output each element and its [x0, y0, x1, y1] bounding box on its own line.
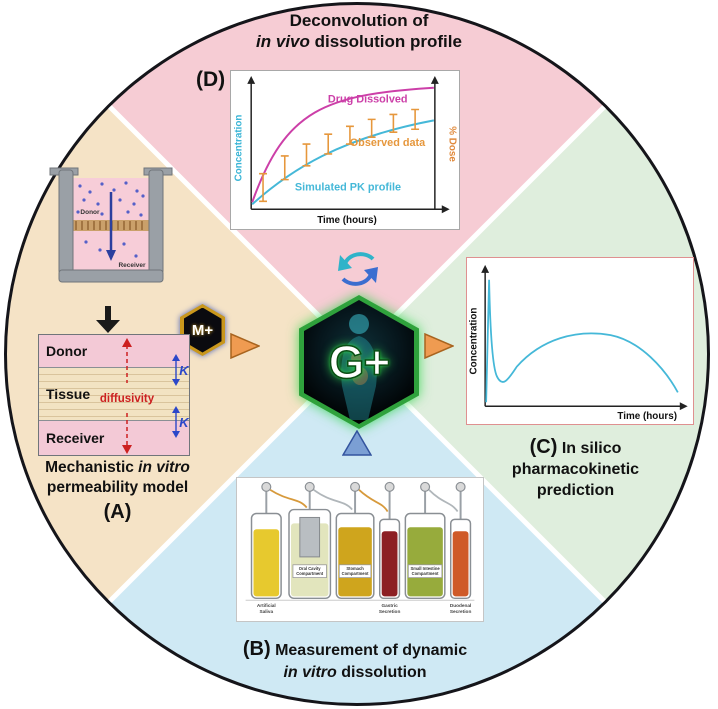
simulated-pk-curve [251, 119, 435, 206]
section-d-label: (D) [196, 68, 226, 91]
b-caption-line1: (B) Measurement of dynamic [205, 638, 505, 662]
c-chart-axes [484, 271, 681, 407]
gastroplus-logo: G+ [299, 295, 419, 429]
section-a-label: (A) [103, 501, 132, 523]
d-title-text1: Deconvolution of [289, 11, 429, 30]
d-ylabel-right: % Dose [447, 126, 458, 162]
arrow-center-to-c-icon [424, 333, 454, 359]
vessel-oral-cavity: Oral Cavity Compartment [288, 508, 332, 600]
partition-k2: K [172, 406, 190, 438]
pk-prediction-chart: Concentration Time (hours) [466, 257, 694, 425]
vessel-label: Stomach [346, 566, 364, 571]
vessel-label: Compartment [296, 571, 323, 576]
a-caption-pre: Mechanistic [45, 459, 139, 476]
d-xlabel: Time (hours) [317, 215, 377, 226]
c-caption-rest: In silico [557, 440, 622, 457]
arrow-cell-to-model-icon [96, 306, 120, 333]
vessel-label: Oral Cavity [299, 566, 321, 571]
apparatus-stems [265, 490, 462, 520]
c-ylabel: Concentration [468, 308, 479, 375]
k1-label: K [179, 363, 190, 378]
vessel-label: Secretion [379, 609, 401, 615]
vessel-label: Secretion [450, 609, 472, 615]
d-title-italic: in vivo [256, 32, 310, 51]
vessel-label: Duodenal [450, 603, 472, 609]
layer-annotations: diffusivity K K [100, 338, 190, 454]
cell-donor-label: Donor [80, 209, 100, 216]
a-caption-italic: in vitro [138, 459, 190, 476]
d-title-line2: in vivo dissolution profile [0, 31, 718, 52]
cycle-arrows-icon [338, 252, 378, 286]
arrow-a-to-center-icon [230, 333, 260, 359]
vessel-label: Artificial [257, 603, 276, 609]
deconvolution-chart: Drug Dissolved Observed data Simulated P… [230, 70, 460, 230]
pk-curve [485, 279, 679, 403]
observed-data-error-bars [259, 108, 420, 203]
b-caption-text1: Measurement of dynamic [270, 642, 468, 659]
c-caption-line2: pharmacokinetic [511, 461, 640, 478]
vessel-gastric-secretion: Gastric Secretion [379, 518, 401, 615]
d-chart-axis-arrows [247, 75, 450, 214]
partition-k1: K [172, 354, 190, 386]
drug-dissolved-curve [251, 86, 434, 203]
b-caption-text2: dissolution [336, 664, 427, 681]
vessel-label: Saliva [259, 609, 273, 615]
apparatus-valves [261, 481, 466, 492]
vessel-label: Small Intestine [411, 566, 441, 571]
layer-donor-label: Donor [46, 343, 88, 360]
d-ylabel-left: Concentration [233, 115, 244, 182]
vessel-stomach: Stomach Compartment [335, 512, 375, 600]
mplus-text: M+ [191, 321, 214, 339]
cell-particles [76, 181, 145, 258]
a-caption-line1: Mechanistic in vitro [25, 458, 210, 478]
d-title-text2: dissolution profile [309, 32, 462, 51]
gplus-text: G+ [328, 335, 391, 389]
tim-dissolution-apparatus: Artificial Saliva Oral Cavity Compartmen… [236, 477, 484, 622]
layer-donor-row: Donor [39, 335, 189, 369]
cell-receiver-label: Receiver [118, 262, 146, 269]
c-xlabel: Time (hours) [617, 411, 677, 422]
diffusivity-label: diffusivity [100, 393, 155, 405]
diffusivity-arrowhead-bottom [122, 445, 132, 454]
simulated-pk-label: Simulated PK profile [295, 181, 401, 193]
layer-tissue-label: Tissue [46, 386, 91, 403]
vessel-label: Gastric [381, 603, 398, 609]
layer-receiver-label: Receiver [46, 429, 105, 446]
b-caption-italic: in vitro [283, 664, 337, 681]
cell-walls [49, 167, 173, 283]
b-caption-line2: in vitro dissolution [205, 662, 505, 684]
section-d-title: Deconvolution of in vivo dissolution pro… [0, 10, 718, 52]
apparatus-tubes [269, 489, 459, 513]
k2-label: K [179, 415, 190, 430]
arrow-b-to-center-icon [342, 430, 372, 456]
observed-data-label: Observed data [350, 137, 426, 149]
diffusivity-arrowhead-top [122, 338, 132, 347]
vessel-duodenal-secretion: Duodenal Secretion [450, 518, 472, 615]
section-b-label: (B) [242, 638, 271, 660]
c-caption-line3: prediction [536, 482, 615, 499]
section-c-caption: (C) In silico pharmacokinetic prediction [478, 437, 673, 501]
diffusion-cell-illustration: Donor Receiver [49, 167, 173, 283]
vessel-label: Compartment [342, 571, 369, 576]
human-silhouette-icon [341, 314, 377, 420]
section-c-label: (C) [529, 436, 558, 458]
cell-flux-arrowhead [106, 250, 116, 261]
c-chart-axis-arrows [481, 264, 688, 411]
d-chart-axes [250, 82, 443, 210]
section-a-caption: Mechanistic in vitro permeability model … [25, 458, 210, 522]
d-title-line1: Deconvolution of [0, 10, 718, 31]
layer-tissue-row: Tissue [39, 368, 189, 421]
c-caption-line1: (C) In silico [478, 437, 673, 459]
permeability-layer-model: Donor Tissue Receiver diffusivity K K [38, 334, 190, 456]
a-caption-line2: permeability model [46, 479, 189, 496]
vessel-label: Compartment [412, 571, 439, 576]
vessel-artificial-saliva: Artificial Saliva [250, 512, 282, 615]
layer-receiver-row: Receiver [39, 420, 189, 456]
drug-dissolved-label: Drug Dissolved [328, 94, 408, 106]
vessel-small-intestine: Small Intestine Compartment [404, 512, 446, 600]
section-b-caption: (B) Measurement of dynamic in vitro diss… [205, 638, 505, 684]
